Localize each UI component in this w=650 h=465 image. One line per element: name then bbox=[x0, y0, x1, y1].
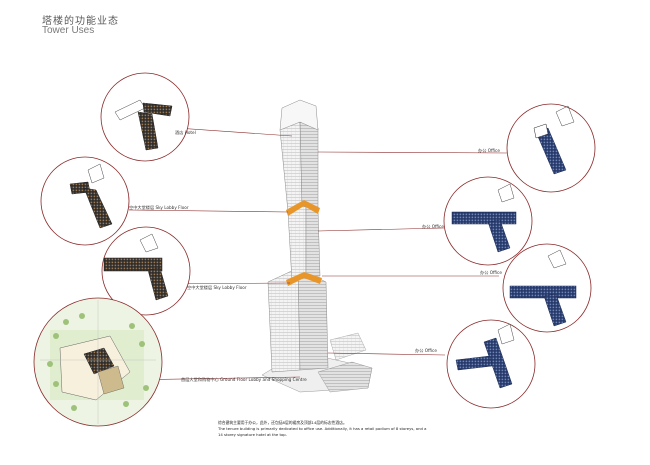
label-office-3: 办公 Office bbox=[480, 269, 502, 276]
circle-ground-site-plan bbox=[33, 297, 163, 427]
caption-english-2: 14 storey signature hotel at the top. bbox=[218, 432, 287, 437]
sky-lobby-band-lower bbox=[286, 272, 322, 286]
label-ground-floor: 首层大堂和购物中心 Ground Floor Lobby and Shoppin… bbox=[181, 376, 307, 383]
podium-retail bbox=[317, 361, 373, 393]
title-chinese: 塔楼的功能业态 bbox=[42, 16, 119, 27]
circle-sky-lobby-upper-plan bbox=[40, 156, 130, 246]
circle-office-plan-4 bbox=[446, 319, 536, 409]
circle-office-plan-3 bbox=[502, 243, 592, 333]
caption-chinese: 综合建筑主要用于办公，此外，还包括8层的裙房及顶部14层的标志性酒店。 bbox=[218, 420, 347, 425]
sky-lobby-band-upper bbox=[286, 200, 320, 216]
label-hotel: 酒店 Hotel bbox=[175, 129, 196, 136]
label-office-4: 办公 Office bbox=[415, 347, 437, 354]
circle-hotel-plan bbox=[100, 72, 190, 162]
label-office-2: 办公 Office bbox=[422, 223, 444, 230]
tower-upper-right bbox=[299, 119, 319, 211]
title-english: Tower Uses bbox=[42, 25, 95, 36]
label-sky-lobby-lower: 空中大堂楼层 Sky Lobby Floor bbox=[187, 284, 247, 291]
tower-massing bbox=[261, 99, 373, 393]
label-office-1: 办公 Office bbox=[478, 147, 500, 154]
circle-office-plan-1 bbox=[506, 103, 596, 193]
circle-sky-lobby-lower-plan bbox=[101, 226, 191, 316]
label-sky-lobby-upper: 空中大堂楼层 Sky Lobby Floor bbox=[129, 204, 189, 211]
tower-lower-right bbox=[297, 267, 329, 371]
tower-lower-left bbox=[267, 267, 301, 373]
circle-office-plan-2 bbox=[443, 176, 533, 266]
hotel-crown bbox=[279, 99, 319, 131]
tower-upper-left bbox=[279, 119, 303, 213]
caption-english-1: The tenure building is primarily dedicat… bbox=[217, 426, 426, 431]
